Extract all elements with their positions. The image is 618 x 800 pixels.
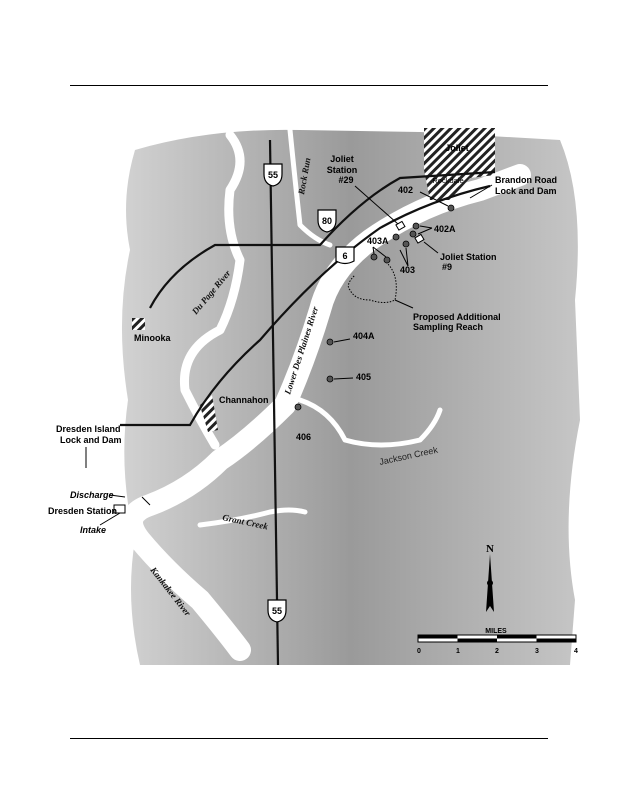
station-402-label: 402 [398,185,413,195]
svg-text:1: 1 [456,648,460,655]
station-406-label: 406 [296,432,311,442]
svg-text:N: N [486,543,494,555]
intake-label: Intake [80,525,106,535]
roads [120,139,496,666]
svg-text:55: 55 [268,170,278,180]
joliet-9-label-2: #9 [442,262,452,272]
svg-text:MILES: MILES [485,628,507,635]
joliet-station-29-marker [395,220,406,231]
i55-top-shield: 55 [263,163,283,187]
joliet-9-label-1: Joliet Station [440,252,497,262]
brandon-label-2: Lock and Dam [495,186,557,196]
rivers [82,127,531,661]
north-arrow: N [486,543,494,612]
brandon-label-1: Brandon Road [495,175,557,185]
reach-label-2: Sampling Reach [413,322,483,332]
svg-text:80: 80 [322,216,332,226]
i55-bottom-shield: 55 [267,599,287,623]
minooka-area [132,318,145,330]
leader-lines [85,184,493,526]
station-403-label: 403 [400,265,415,275]
minooka-label: Minooka [134,333,171,343]
discharge-label: Discharge [70,490,114,500]
joliet-29-label-1: Joliet [330,154,354,164]
us6-shield: 6 [335,246,355,265]
dresden-station-label: Dresden Station [48,506,117,516]
footer-rule [70,738,548,739]
joliet-29-label-2: Station [327,165,358,175]
station-markers [294,204,455,411]
svg-text:0: 0 [417,648,421,655]
svg-text:6: 6 [342,251,347,261]
svg-text:4: 4 [574,648,578,655]
sampling-reach-boundary [347,261,397,303]
rockdale-label: Rockdale [432,176,463,185]
station-403a-label: 403A [367,236,389,246]
header-rule [70,85,548,86]
dresden-lock-label-1: Dresden Island [56,424,121,434]
joliet-29-label-3: #29 [338,175,353,185]
reach-label-1: Proposed Additional [413,312,501,322]
svg-text:2: 2 [495,648,499,655]
scale-bar: MILES 0 1 2 3 4 [417,628,578,655]
joliet-label: Joliet [445,143,469,153]
channahon-label: Channahon [219,395,269,405]
i80-shield: 80 [317,209,337,233]
dresden-lock-label-2: Lock and Dam [60,435,122,445]
joliet-station-9-marker [414,233,425,244]
channahon-area [200,395,218,432]
station-404a-label: 404A [353,331,375,341]
station-402a-label: 402A [434,224,456,234]
joliet-area [424,128,495,200]
svg-text:55: 55 [272,606,282,616]
svg-text:3: 3 [535,648,539,655]
station-405-label: 405 [356,372,371,382]
